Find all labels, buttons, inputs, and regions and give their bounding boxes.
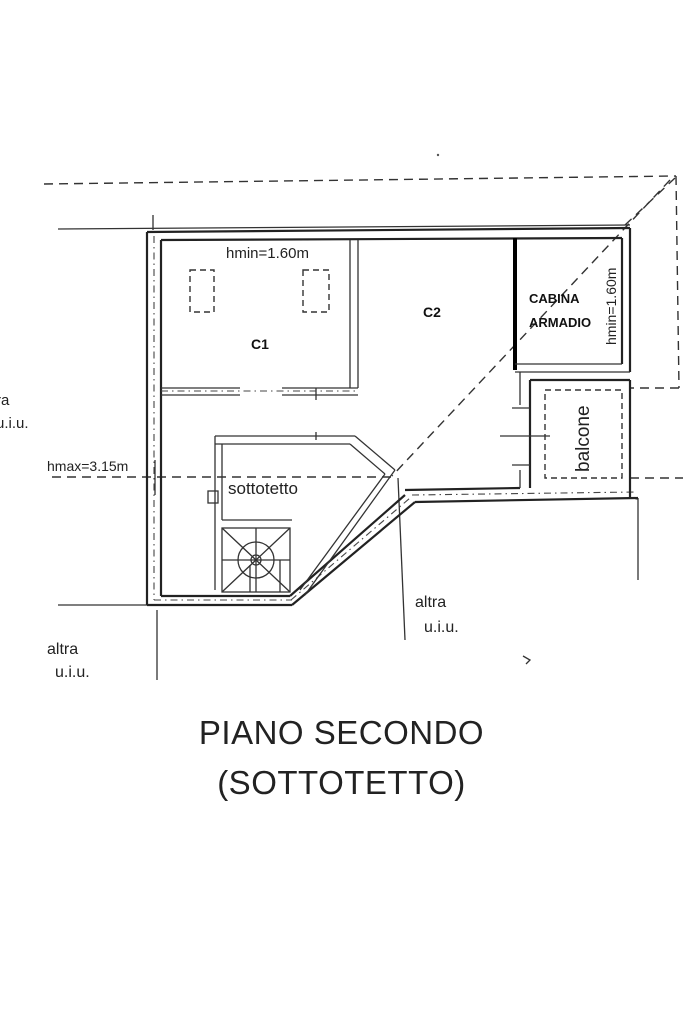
cabina-label-line2: ARMADIO — [529, 315, 591, 330]
altra-left-line2: u.i.u. — [0, 415, 29, 432]
hmax-label: hmax=3.15m — [47, 458, 128, 474]
altra-right-line2: u.i.u. — [424, 619, 459, 636]
plan-title: PIANO SECONDO — [198, 714, 485, 751]
plan-subtitle: (SOTTOTETTO) — [217, 764, 466, 801]
exterior-lines — [57, 215, 639, 680]
room-c1-label: C1 — [251, 336, 269, 352]
balcone-label: balcone — [573, 405, 594, 472]
hmin-cabina-label: hmin=1.60m — [603, 268, 619, 345]
room-cabina-walls — [513, 238, 630, 373]
altra-bottom-line1: altra — [47, 641, 78, 658]
room-sottotetto-walls — [207, 435, 396, 596]
roof-outline-dashed — [43, 175, 683, 479]
altra-left-line1: ra — [0, 392, 10, 409]
balcony — [500, 372, 632, 498]
sottotetto-label: sottotetto — [228, 479, 298, 498]
small-marks — [154, 153, 532, 665]
room-c1-walls — [161, 240, 359, 396]
hmin-c1-label: hmin=1.60m — [226, 245, 309, 262]
spiral-staircase — [221, 527, 291, 593]
altra-bottom-line2: u.i.u. — [55, 664, 90, 681]
room-c2-label: C2 — [423, 304, 441, 320]
cabina-label-line1: CABINA — [529, 291, 580, 306]
exterior-walls — [145, 226, 639, 607]
altra-right-line1: altra — [415, 594, 446, 611]
